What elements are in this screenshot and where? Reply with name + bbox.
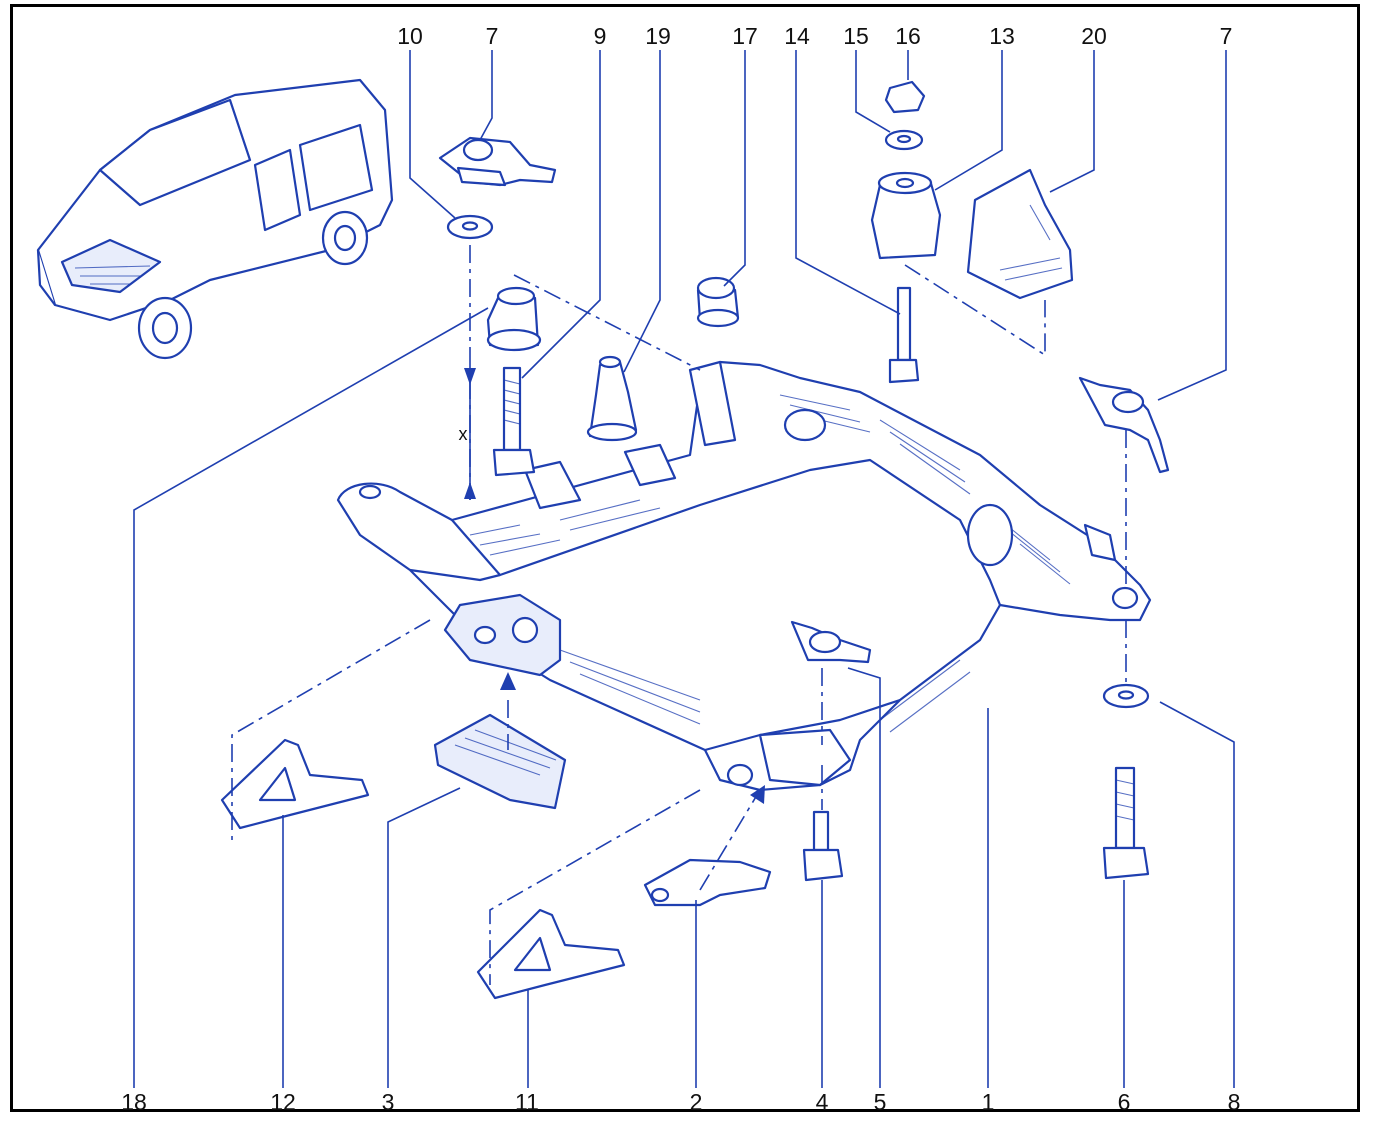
callout-label: 13 <box>989 23 1015 49</box>
callout-label: 11 <box>515 1089 539 1115</box>
callout-label: 7 <box>1220 23 1233 49</box>
part-mount-5 <box>790 620 872 664</box>
callout-label: 19 <box>645 23 671 49</box>
callout-label: 6 <box>1118 1089 1131 1115</box>
callout-label: 7 <box>486 23 499 49</box>
vehicle-thumbnail <box>36 78 394 360</box>
leader-lines <box>133 50 1235 1088</box>
dimension-x <box>464 365 476 500</box>
callout-label: 17 <box>732 23 758 49</box>
part-cover-20 <box>966 168 1074 300</box>
callout-label: 2 <box>690 1089 703 1115</box>
callout-label: 16 <box>895 23 921 49</box>
part-bolt-6 <box>1102 766 1150 880</box>
part-washer-15 <box>884 129 924 151</box>
part-bracket-11 <box>476 908 626 1000</box>
callout-label: 18 <box>121 1089 147 1115</box>
part-nut-16 <box>884 80 926 114</box>
part-mount-7-right <box>1078 376 1170 474</box>
callout-label: 4 <box>816 1089 829 1115</box>
callout-label: 14 <box>784 23 810 49</box>
part-mount-13 <box>870 171 942 260</box>
part-bolt-4 <box>802 810 844 882</box>
part-bolt-9 <box>492 366 536 477</box>
callout-label: 15 <box>843 23 869 49</box>
top-callout-labels: 10 7 9 19 17 14 15 16 13 20 7 <box>397 23 1232 49</box>
part-bolt-14 <box>888 286 920 384</box>
part-cap-17 <box>696 276 740 328</box>
part-bracket-12 <box>220 738 370 830</box>
part-bushing-18 <box>486 286 542 352</box>
callout-label: 1 <box>982 1089 995 1115</box>
part-washer-8 <box>1102 683 1150 709</box>
part-stop-19 <box>586 355 638 442</box>
part-bracket-3 <box>433 713 567 810</box>
callout-label: 9 <box>594 23 607 49</box>
callout-label: 10 <box>397 23 423 49</box>
dimension-label: x <box>459 424 468 444</box>
part-washer-10 <box>446 214 494 240</box>
subframe-crossmember <box>336 360 1152 792</box>
callout-label: 8 <box>1228 1089 1241 1115</box>
bottom-callout-labels: 18 12 3 11 2 4 5 1 6 8 <box>121 1089 1240 1115</box>
callout-label: 12 <box>270 1089 296 1115</box>
callout-label: 5 <box>874 1089 887 1115</box>
part-mount-7-left <box>438 136 557 187</box>
callout-label: 20 <box>1081 23 1107 49</box>
callout-label: 3 <box>382 1089 395 1115</box>
assembly-centerlines <box>231 245 1127 985</box>
part-bracket-2 <box>643 858 772 907</box>
